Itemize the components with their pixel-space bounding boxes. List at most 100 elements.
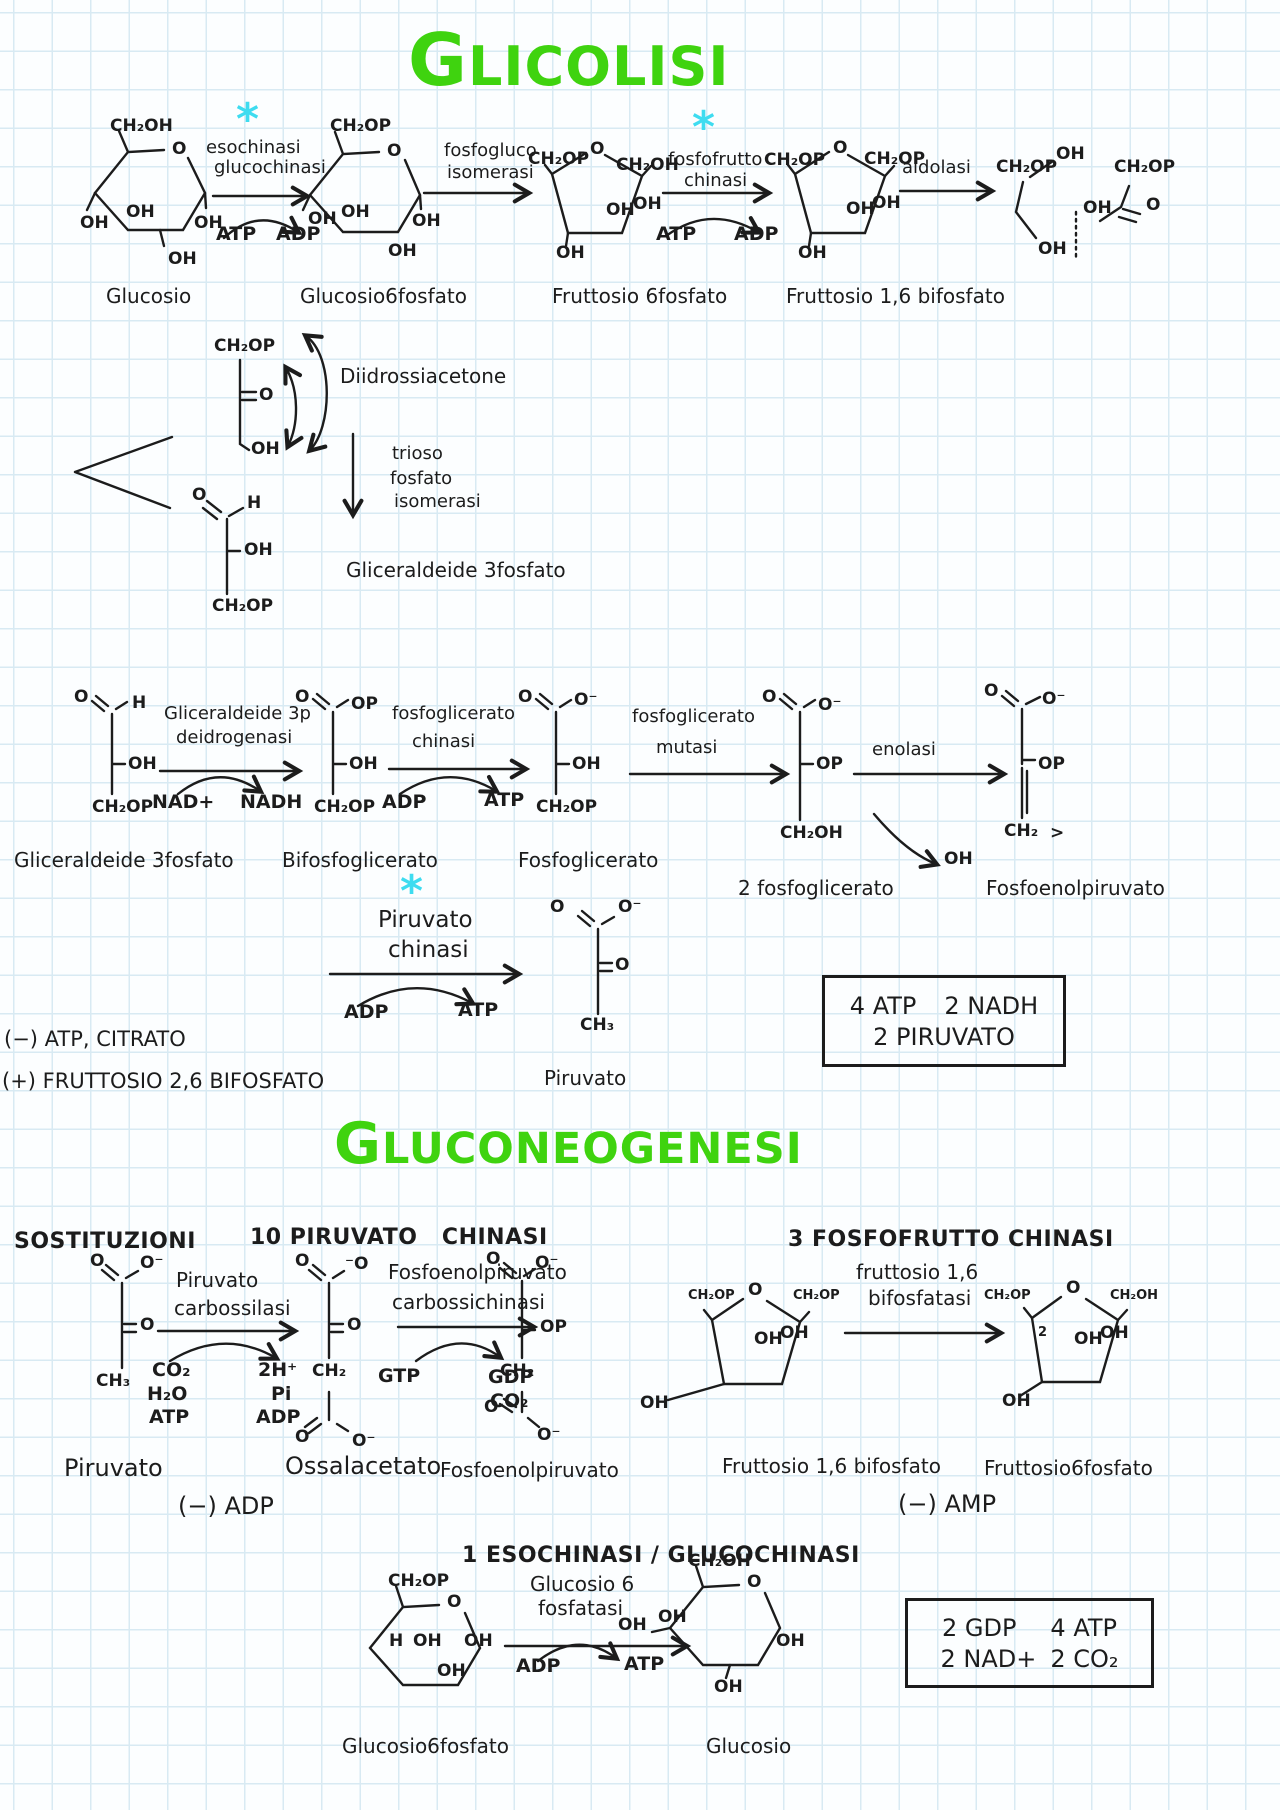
g3p-ch2op-label: CH₂OP — [212, 596, 274, 616]
pg3-ominus-label: O⁻ — [574, 690, 598, 710]
glucose-oh-label: OH — [126, 202, 155, 222]
gf6p-oh-label: OH — [1002, 1391, 1031, 1411]
fbpase-negative-regulator: (−) AMP — [898, 1490, 997, 1518]
pk-positive-regulators: (+) FRUTTOSIO 2,6 BIFOSFATO — [2, 1069, 325, 1093]
bg6p-oh-label: OH — [413, 1631, 442, 1651]
regulation-star-icon: * — [236, 94, 260, 145]
oaa-o-label: O — [295, 1251, 310, 1271]
adp-label: ADP — [256, 1406, 301, 1428]
pg3-name: Fosfoglicerato — [518, 848, 659, 872]
gf6p-ring-o-label: O — [1066, 1278, 1081, 1298]
regulation-star-icon: * — [400, 866, 424, 917]
bg6p-oh-label: OH — [464, 1631, 493, 1651]
dhap-keto-o-label: O — [259, 385, 274, 405]
gpyruvate-ch3-label: CH₃ — [96, 1371, 131, 1391]
gf6p-ch2op-label: CH₂OP — [984, 1288, 1031, 1303]
h2o-label: H₂O — [147, 1383, 188, 1405]
gluconeogenesis-artwork — [100, 1261, 1129, 1435]
bpg-name: Bifosfoglicerato — [282, 848, 438, 872]
bpg-op-label: OP — [351, 694, 378, 714]
gpep-o-label: O — [486, 1249, 501, 1269]
gf6p-oh-label: OH — [1100, 1323, 1129, 1343]
pgm-enzyme-label: fosfoglicerato — [632, 706, 755, 727]
glucose-oh-label: OH — [168, 249, 197, 269]
pyruvate-name: Piruvato — [544, 1066, 627, 1090]
pg2-o-label: O — [762, 687, 777, 707]
glucose-ch2oh-label: CH₂OH — [110, 116, 173, 136]
gpyruvate-o-label: O — [90, 1251, 105, 1271]
adp-label: ADP — [344, 1001, 389, 1023]
atp-label: ATP — [149, 1406, 190, 1428]
bglucose-ch2oh-label: CH₂OH — [688, 1551, 751, 1571]
f16bp-ring-o-label: O — [833, 138, 848, 158]
pyruvate-keto-o-label: O — [615, 955, 630, 975]
cleaved-ch2op-label: CH₂OP — [996, 157, 1058, 177]
glucose-oh-label: OH — [194, 213, 223, 233]
pepck-enzyme-label: Fosfoenolpiruvato — [388, 1260, 567, 1284]
gf16bp-name: Fruttosio 1,6 bifosfato — [722, 1454, 941, 1478]
cleaved-ch2op-label: CH₂OP — [1114, 157, 1176, 177]
pep-op-label: OP — [1038, 754, 1065, 774]
dhap-name: Diidrossiacetone — [340, 364, 507, 388]
g6pase-enzyme-label: Glucosio 6 — [530, 1572, 635, 1596]
pg2-name: 2 fosfoglicerato — [738, 876, 894, 900]
gpyruvate-name: Piruvato — [64, 1454, 163, 1482]
bg6p-oh-label: OH — [437, 1661, 466, 1681]
hexokinase-enzyme-label: glucochinasi — [214, 157, 326, 178]
gpep-name: Fosfoenolpiruvato — [440, 1458, 619, 1482]
gf6p-c2-label: 2 — [1038, 1325, 1048, 1340]
pep-ominus-label: O⁻ — [1042, 689, 1066, 709]
bglucose-oh-label: OH — [618, 1615, 647, 1635]
pfk-enzyme-label: fosfofrutto — [668, 149, 763, 170]
gpep-op-label: OP — [540, 1317, 567, 1337]
gf16bp-ch2op-label: CH₂OP — [688, 1288, 735, 1303]
pi-label: Pi — [271, 1383, 292, 1405]
pc-enzyme-label: Piruvato — [176, 1268, 259, 1292]
substitution-1-header: 1 ESOCHINASI / GLUCOCHINASI — [462, 1543, 860, 1568]
pgi-enzyme-label: isomerasi — [447, 162, 534, 183]
g6p-oh-label: OH — [308, 209, 337, 229]
f6p-oh-label: OH — [606, 200, 635, 220]
oaa-o-label: O — [295, 1427, 310, 1447]
nad-label: NAD+ — [152, 791, 215, 813]
g3p-oh-label: OH — [128, 754, 157, 774]
gluconeogenesis-summary-box: 2 GDP 4 ATP 2 NAD+ 2 CO₂ — [905, 1598, 1154, 1688]
bglucose-name: Glucosio — [706, 1734, 792, 1758]
glucose-oh-label: OH — [80, 213, 109, 233]
summary-line: 2 PIRUVATO — [873, 1023, 1015, 1051]
adp-label: ADP — [734, 223, 779, 245]
oaa-ch2-label: CH₂ — [312, 1361, 347, 1381]
f6p-ch2oh-label: CH₂OH — [616, 155, 679, 175]
gf16bp-ring-o-label: O — [748, 1280, 763, 1300]
pc-enzyme-label: carbossilasi — [174, 1296, 291, 1320]
co2-label: CO₂ — [152, 1359, 191, 1381]
g3p-o-label: O — [74, 687, 89, 707]
gf6p-oh-label: OH — [1074, 1329, 1103, 1349]
glucose-ring-o-label: O — [172, 139, 187, 159]
oaa-ominus-label: ⁻O — [345, 1254, 369, 1274]
summary-atp-count: 4 ATP — [1050, 1613, 1118, 1642]
glycolysis-row1-artwork — [85, 129, 1142, 262]
gf6p-ch2oh-label: CH₂OH — [1110, 1288, 1159, 1303]
pyruvate-kinase-artwork — [328, 909, 616, 1016]
g6pase-enzyme-label: fosfatasi — [538, 1596, 624, 1620]
co2-label: CO₂ — [490, 1390, 529, 1412]
f6p-name: Fruttosio 6fosfato — [552, 284, 728, 308]
bpg-o-label: O — [295, 687, 310, 707]
glucose-name: Glucosio — [106, 284, 192, 308]
g3p-ch2op-label: CH₂OP — [92, 797, 154, 817]
pep-o-label: O — [984, 681, 999, 701]
g3p-h-label: H — [132, 693, 147, 713]
summary-line: 2 NAD+ 2 CO₂ — [940, 1645, 1118, 1673]
gf16bp-oh-label: OH — [754, 1329, 783, 1349]
pg2-op-label: OP — [816, 754, 843, 774]
f16bp-ch2op-label: CH₂OP — [864, 149, 926, 169]
summary-gdp-count: 2 GDP — [941, 1613, 1017, 1642]
dhap-ch2op-label: CH₂OP — [214, 336, 276, 356]
substitution-10-header: 10 PIRUVATO CHINASI — [250, 1225, 548, 1250]
pep-ch2-label: CH₂ — [1004, 821, 1039, 841]
pgm-enzyme-label: mutasi — [656, 737, 718, 758]
tpi-enzyme-label: isomerasi — [394, 491, 481, 512]
g6p-oh-label: OH — [388, 241, 417, 261]
